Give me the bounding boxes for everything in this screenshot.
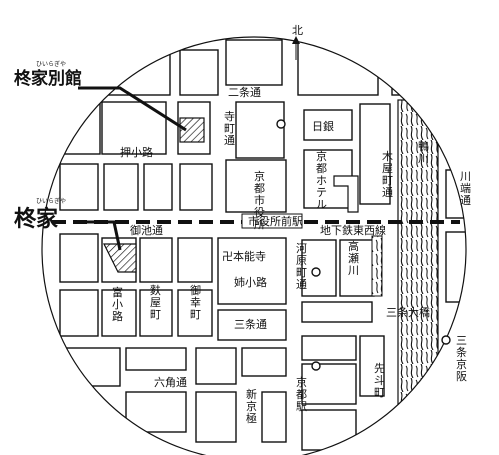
- vertical-labels: 寺町通 京都市役所 京都ホテル 木屋町通 鴨川 川端通 河原町通 高瀬川 富小路…: [112, 110, 471, 425]
- label-takasegawa: 高瀬川: [348, 239, 359, 277]
- label-shinkyogoku: 新京極: [246, 387, 257, 425]
- label-kyoto_hotel: 京都ホテル: [316, 149, 327, 211]
- main-ruby: ひいらぎや: [36, 197, 66, 205]
- label-fuyacho: 麩屋町: [150, 284, 161, 321]
- street-rokkaku: 六角通: [154, 376, 187, 389]
- station-marker: [311, 361, 321, 371]
- street-sanjo: 三条通: [234, 317, 267, 331]
- north-label: 北: [292, 24, 303, 37]
- place-sanjo-ohashi: 三条大橋: [386, 305, 430, 319]
- label-teramachi: 寺町通: [224, 110, 235, 147]
- place-nichigin: 日銀: [312, 119, 334, 133]
- label-tominokoji: 富小路: [112, 285, 123, 323]
- street-oike: 御池通: [130, 223, 163, 237]
- label-sanjo_keihan: 三条京阪: [456, 334, 467, 383]
- station-marker: [311, 267, 321, 277]
- subway-line-label: 地下鉄東西線: [320, 223, 386, 237]
- label-kawabata: 川端通: [460, 170, 471, 207]
- label-kamogawa: 鴨川: [418, 139, 429, 165]
- station-marker: [441, 335, 451, 345]
- label-kawaramachi: 河原町通: [296, 242, 307, 291]
- main-hotel-site: [103, 243, 137, 273]
- label-kiyamachi: 木屋町通: [382, 150, 393, 199]
- annex-ruby: ひいらぎや: [36, 60, 66, 68]
- street-anekoji: 姉小路: [234, 275, 267, 289]
- place-honnoji: 卍本能寺: [222, 249, 266, 263]
- label-gokomachi: 御幸町: [190, 283, 201, 321]
- label-kyoto_line: 京都駅: [296, 375, 307, 413]
- station-shiyakusho: 市役所前駅: [248, 214, 303, 228]
- annex-name: 柊家別館: [14, 68, 82, 89]
- main-name: 柊家: [14, 206, 59, 232]
- street-nijo: 二条通: [228, 85, 261, 99]
- label-pontocho: 先斗町: [374, 362, 385, 399]
- station-marker: [276, 119, 286, 129]
- street-oshikoji: 押小路: [120, 145, 153, 159]
- label-city_hall: 京都市役所: [254, 169, 265, 231]
